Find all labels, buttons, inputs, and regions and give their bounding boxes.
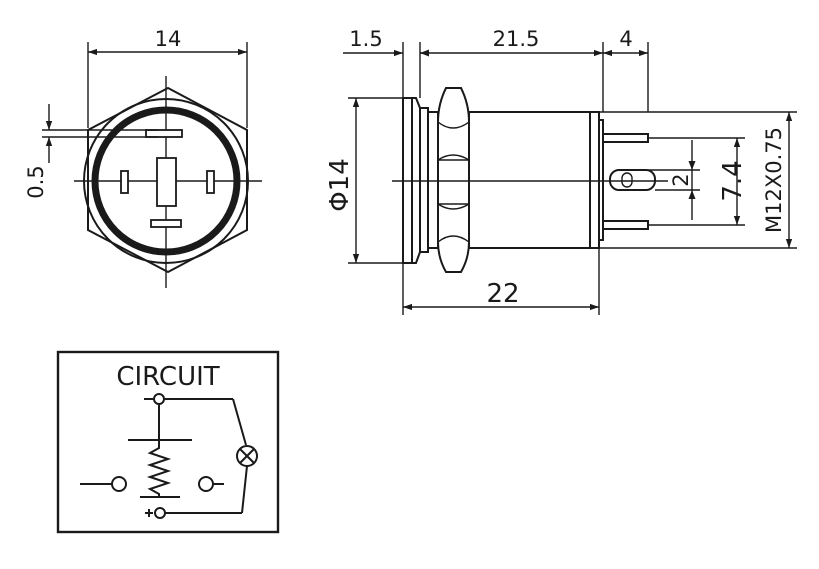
wire-to-lamp bbox=[232, 398, 247, 446]
nut-facet bbox=[437, 121, 470, 129]
hex-nut-side bbox=[437, 87, 470, 273]
nut-facet bbox=[437, 154, 470, 161]
terminal-right bbox=[206, 170, 215, 194]
pin-hole bbox=[621, 172, 633, 188]
diameter-label: Φ14 bbox=[325, 158, 355, 212]
thread-label: M12X0.75 bbox=[762, 127, 786, 233]
pin-bottom bbox=[602, 220, 649, 230]
thread-collar bbox=[427, 111, 439, 249]
switch-spring bbox=[146, 440, 172, 497]
circuit-title: CIRCUIT bbox=[116, 362, 219, 392]
pin-gap-label: 2 bbox=[669, 173, 693, 186]
terminal-bottom bbox=[150, 219, 182, 228]
pin-span-label: 7.4 bbox=[718, 160, 748, 201]
gap-label: 0.5 bbox=[24, 165, 48, 198]
terminal-center bbox=[156, 157, 177, 207]
wire-from-lamp bbox=[241, 465, 248, 514]
circuit-diagram: CIRCUIT bbox=[56, 350, 280, 534]
side-view: 1.5 21.5 4 Φ14 bbox=[325, 27, 797, 315]
rear-cap bbox=[598, 119, 604, 241]
threaded-body bbox=[468, 111, 600, 249]
arrowhead bbox=[688, 161, 696, 170]
total-length-label: 22 bbox=[486, 279, 519, 309]
washer bbox=[419, 107, 429, 253]
lamp-cross bbox=[239, 448, 255, 464]
contact-left bbox=[111, 476, 127, 492]
terminal-left bbox=[120, 170, 129, 194]
pin-center bbox=[609, 169, 656, 191]
front-view: 14 0.5 bbox=[24, 27, 262, 288]
flange-label: 1.5 bbox=[349, 27, 382, 51]
circuit-frame bbox=[56, 350, 280, 534]
terminal-label: 4 bbox=[619, 27, 632, 51]
terminal-top bbox=[145, 129, 183, 138]
nut-facet bbox=[437, 203, 470, 210]
width-label: 14 bbox=[155, 27, 182, 51]
arrowhead bbox=[688, 190, 696, 199]
nut-facet bbox=[437, 235, 470, 243]
pin-top bbox=[602, 133, 649, 143]
body-label: 21.5 bbox=[493, 27, 540, 51]
